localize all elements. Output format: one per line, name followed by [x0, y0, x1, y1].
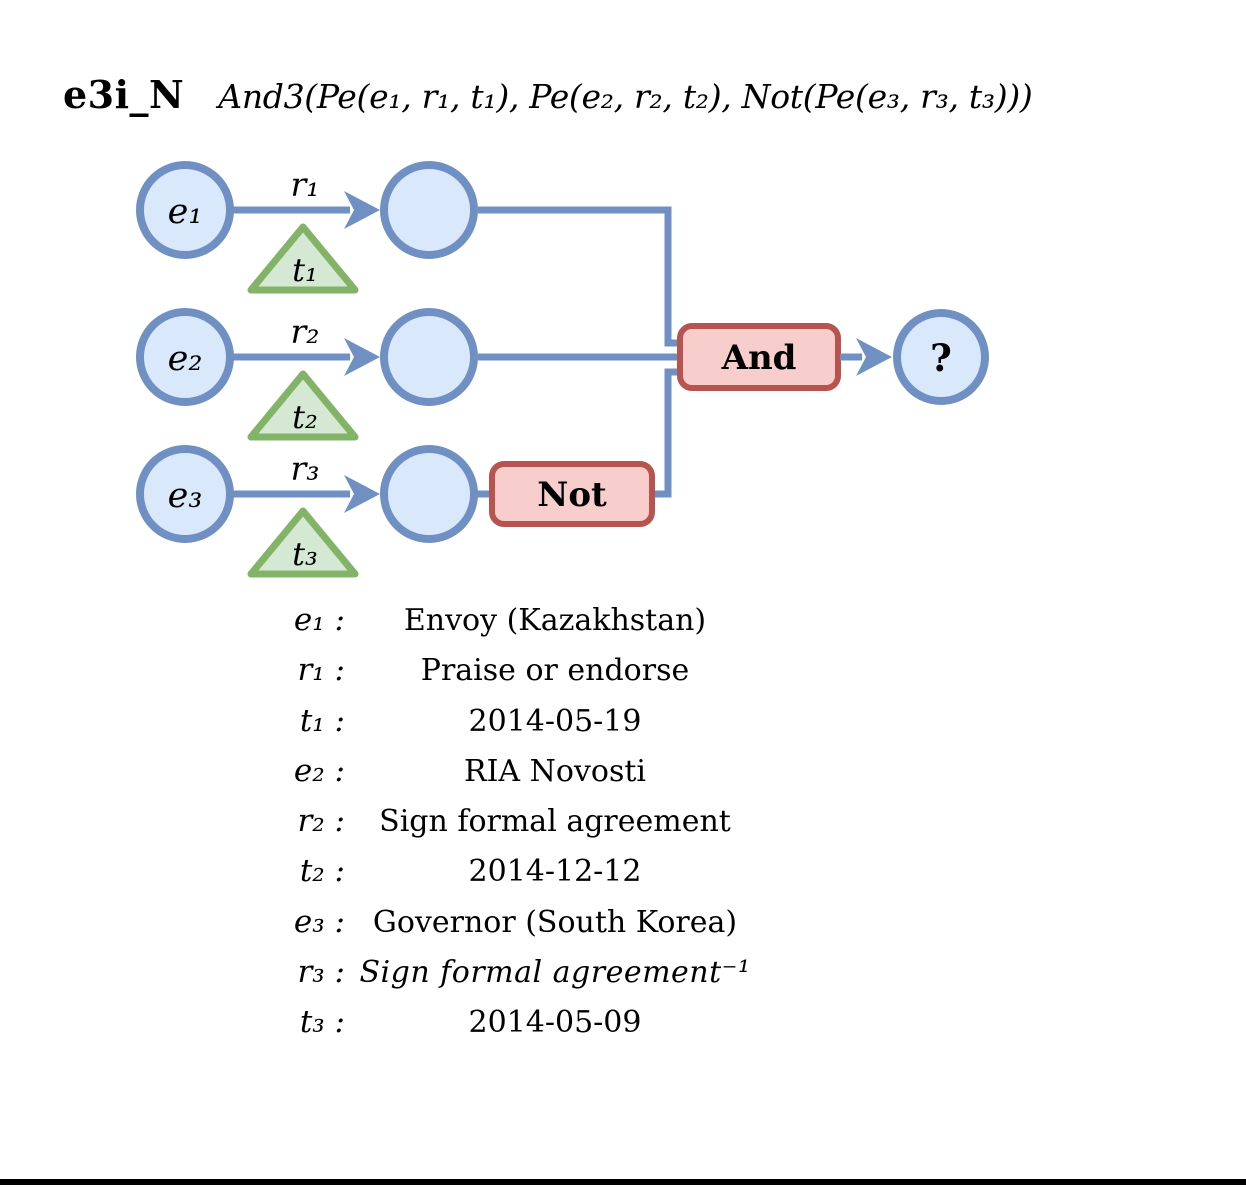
operator-not-label: Not — [537, 475, 607, 515]
legend-row-r3: r₃ : Sign formal agreement⁻¹ — [0, 954, 800, 1004]
time-label-t3: t₃ — [292, 535, 318, 573]
legend-label: r₁ : — [297, 652, 345, 689]
entity-label-e1: e₁ — [168, 192, 203, 232]
query-id-label: e3i_N — [63, 72, 185, 117]
legend-value: Sign formal agreement — [379, 804, 731, 840]
variable-node-2 — [380, 308, 478, 406]
legend-label: t₁ : — [299, 702, 345, 739]
target-label: ? — [930, 336, 952, 380]
legend-value: 2014-05-19 — [468, 703, 642, 739]
legend-row-e2: e₂ : RIA Novosti — [0, 753, 800, 803]
legend-label: e₁ : — [293, 602, 345, 638]
legend-value: Sign formal agreement⁻¹ — [359, 955, 751, 991]
legend-row-e1: e₁ : Envoy (Kazakhstan) — [0, 602, 800, 652]
legend-row-t1: t₁ : 2014-05-19 — [0, 703, 800, 753]
connector-not-to-and — [652, 368, 680, 498]
legend-value: RIA Novosti — [463, 753, 646, 789]
legend-row-e3: e₃ : Governor (South Korea) — [0, 904, 800, 954]
operator-not-box — [489, 461, 655, 527]
relation-label-r2: r₂ — [290, 312, 319, 351]
legend-row-r2: r₂ : Sign formal agreement — [0, 803, 800, 853]
legend-label: r₂ : — [297, 803, 345, 840]
legend-row-t2: t₂ : 2014-12-12 — [0, 853, 800, 903]
variable-node-1 — [380, 161, 478, 259]
time-label-t2: t₂ — [292, 398, 318, 436]
legend-label: t₂ : — [299, 853, 345, 890]
operator-and-box — [677, 323, 841, 391]
legend-label: t₃ : — [299, 1004, 345, 1041]
legend-label: r₃ : — [297, 954, 345, 991]
legend-value: Envoy (Kazakhstan) — [403, 603, 707, 638]
legend: e₁ : Envoy (Kazakhstan) r₁ : Praise or e… — [0, 602, 800, 1055]
variable-node-3 — [380, 445, 478, 543]
entity-node-e2 — [136, 308, 234, 406]
legend-value: Praise or endorse — [420, 653, 690, 689]
time-triangle-t2 — [247, 370, 359, 441]
figure-title: e3i_N And3(Pe(e₁, r₁, t₁), Pe(e₂, r₂, t₂… — [63, 72, 1033, 117]
time-triangle-t1 — [247, 223, 359, 294]
relation-arrowhead-r1 — [344, 191, 380, 229]
relation-arrowhead-r3 — [344, 475, 380, 513]
entity-label-e2: e₂ — [168, 339, 203, 379]
relation-arrowhead-r2 — [344, 338, 380, 376]
legend-value: 2014-05-09 — [468, 1005, 642, 1041]
legend-label: e₃ : — [293, 903, 345, 940]
entity-node-e1 — [136, 161, 234, 259]
output-arrowhead — [856, 338, 892, 376]
legend-label: e₂ : — [293, 752, 345, 789]
query-formula: And3(Pe(e₁, r₁, t₁), Pe(e₂, r₂, t₂), Not… — [218, 77, 1033, 116]
legend-row-r1: r₁ : Praise or endorse — [0, 652, 800, 702]
legend-row-t3: t₃ : 2014-05-09 — [0, 1004, 800, 1054]
time-label-t1: t₁ — [292, 251, 318, 289]
legend-value: Governor (South Korea) — [372, 904, 738, 940]
figure-bottom-rule — [0, 1179, 1246, 1185]
entity-label-e3: e₃ — [168, 476, 203, 516]
connector-row1-to-and — [478, 206, 680, 347]
entity-node-e3 — [136, 445, 234, 543]
operator-and-label: And — [721, 338, 797, 378]
time-triangle-t3 — [247, 507, 359, 578]
target-node — [893, 309, 989, 405]
relation-label-r1: r₁ — [290, 165, 319, 204]
relation-label-r3: r₃ — [290, 449, 319, 488]
legend-value: 2014-12-12 — [468, 854, 642, 890]
